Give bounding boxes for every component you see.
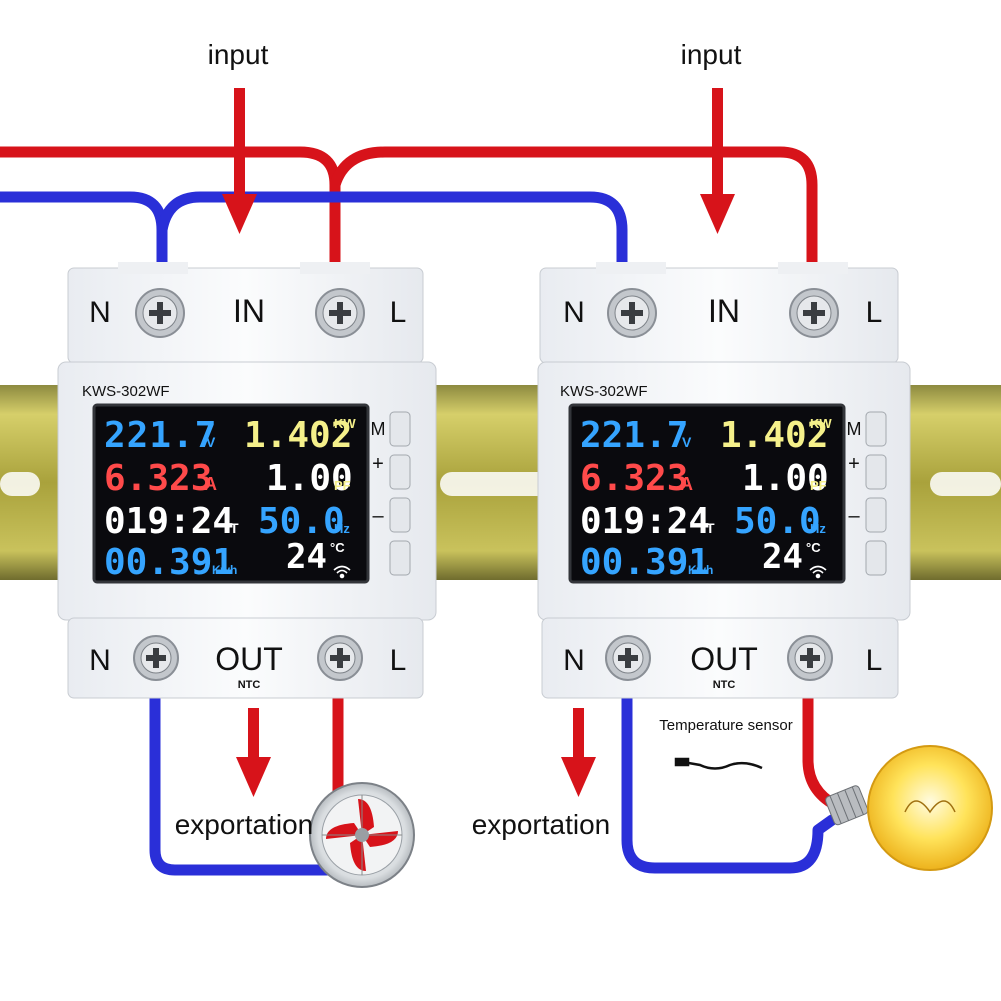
input-arrow-left [222,88,257,234]
terminal-out-label: OUT [215,641,283,677]
neutral-wire-bulb [621,684,838,874]
power-unit: KW [334,416,356,431]
temperature-sensor-label: Temperature sensor [659,717,792,734]
terminal-n-bottom: N [89,644,111,677]
energy-unit: Kwh [212,563,237,577]
terminal-n-top: N [89,296,111,329]
current-unit: A [204,474,217,494]
input-label-left: input [208,39,269,70]
current-value: 6.323 [104,458,212,499]
side-label-plus: + [372,453,384,475]
terminal-l-top: L [866,296,883,329]
side-label-plus: + [848,453,860,475]
temperature-probe-icon [674,757,763,770]
wifi-icon [333,565,351,579]
terminal-l-bottom: L [866,644,883,677]
neutral-wire-input [0,191,168,274]
energy-unit: Kwh [688,563,713,577]
screw-terminal [133,635,179,681]
voltage-unit: V [682,434,692,450]
exhaust-fan-icon [309,782,415,888]
wifi-icon [809,565,827,579]
power-button[interactable] [865,540,887,576]
pf-value: 1.00 [266,458,353,499]
side-label-minus: – [848,505,860,527]
live-wire-bridge [329,146,818,274]
voltage-value: 221.7 [104,415,217,456]
model-label: KWS-302WF [82,383,170,400]
plus-button[interactable] [865,454,887,490]
minus-button[interactable] [389,497,411,533]
power-unit: KW [810,416,832,431]
menu-button[interactable] [865,411,887,447]
temp-value: 24 [762,537,803,577]
voltage-value: 221.7 [580,415,688,456]
side-label-m: M [371,419,386,439]
meter-device-left: N IN L KWS-302WF 221.7 V 1.402 KW 6.323 … [57,262,437,699]
current-unit: A [680,474,693,494]
temp-unit: °C [330,540,345,555]
side-label-m: M [847,419,862,439]
output-arrow-left [236,708,271,797]
lcd-screen [568,403,846,584]
export-label-left: exportation [175,809,314,840]
current-value: 6.323 [580,458,688,499]
screw-terminal [135,288,185,338]
freq-unit: Hz [810,521,826,536]
arrows [222,88,735,797]
screw-terminal [789,288,839,338]
input-wires [0,146,818,274]
input-arrow-right [700,88,735,234]
energy-value: 00.391 [580,542,710,583]
energy-value: 00.391 [104,542,234,583]
screw-terminal [317,635,363,681]
time-unit: T [230,520,239,536]
output-arrow-right [561,708,596,797]
side-label-minus: – [372,505,384,527]
terminal-out-label: OUT [690,641,758,677]
ntc-label: NTC [238,679,261,691]
terminal-l-bottom: L [390,644,407,677]
time-unit: T [706,520,715,536]
live-wire-bulb [802,684,841,811]
power-value: 1.402 [720,415,828,456]
freq-value: 50.0 [734,501,821,542]
meter-device-right: N IN L KWS-302WF 221.7 V 1.402 KW 6.323 … [537,262,911,699]
lcd-screen [92,403,370,584]
pf-value: 1.00 [742,458,829,499]
freq-unit: Hz [334,521,350,536]
terminal-in-label: IN [233,293,265,329]
minus-button[interactable] [865,497,887,533]
input-label-right: input [681,39,742,70]
terminal-n-top: N [563,296,585,329]
freq-value: 50.0 [258,501,345,542]
terminal-l-top: L [390,296,407,329]
menu-button[interactable] [389,411,411,447]
power-button[interactable] [389,540,411,576]
screw-terminal [607,288,657,338]
plus-button[interactable] [389,454,411,490]
time-value: 019:24 [580,501,710,542]
terminal-in-label: IN [708,293,740,329]
power-value: 1.402 [244,415,352,456]
screw-terminal [787,635,833,681]
time-value: 019:24 [104,501,234,542]
pf-unit: PF [810,478,827,493]
neutral-wire-bridge [156,191,628,274]
ntc-label: NTC [713,679,736,691]
model-label: KWS-302WF [560,383,648,400]
temp-unit: °C [806,540,821,555]
voltage-unit: V [206,434,216,450]
terminal-n-bottom: N [563,644,585,677]
neutral-wire-fan [149,684,346,876]
light-bulb-icon [825,745,993,871]
screw-terminal [605,635,651,681]
screw-terminal [315,288,365,338]
pf-unit: PF [334,478,351,493]
export-label-right: exportation [472,809,611,840]
temp-value: 24 [286,537,327,577]
